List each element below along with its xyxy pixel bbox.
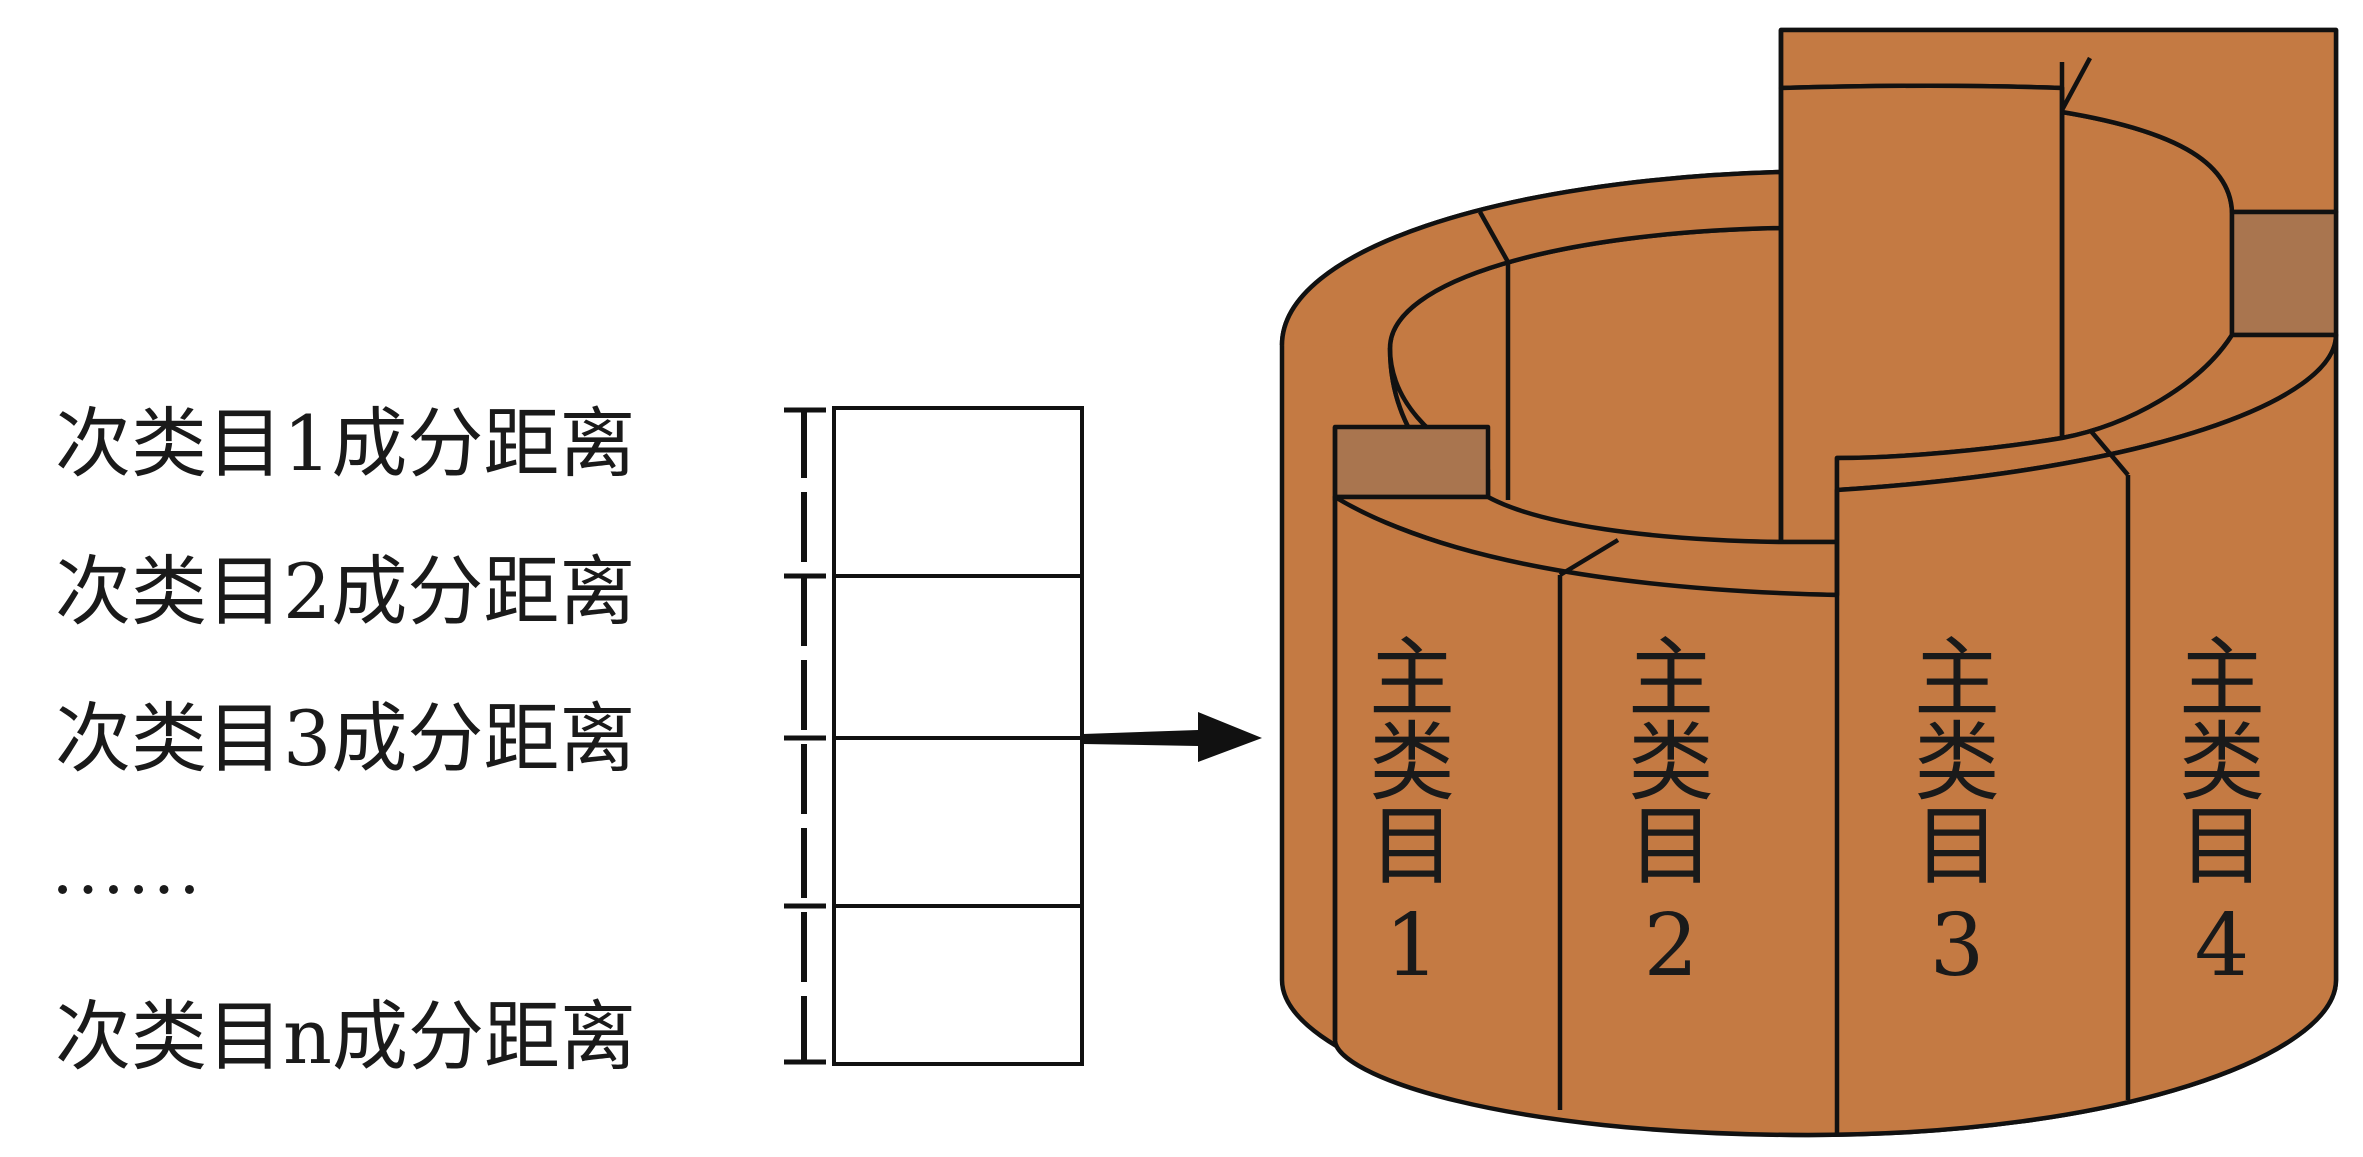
label-sub-category-1: 次类目1成分距离: [55, 399, 635, 488]
arrow-shape: [1083, 712, 1262, 762]
segment-4-char-4: 4: [2195, 896, 2250, 996]
segment-2-char-3: 目: [1628, 797, 1714, 897]
segment-dividers: [1332, 30, 2131, 1135]
label-sub-category-n: 次类目n成分距离: [55, 992, 636, 1081]
vector-bracket: [784, 407, 826, 1065]
segment-4-char-2: 类: [2179, 713, 2265, 813]
segment-3-char-1: 主: [1914, 629, 2000, 729]
segment-label-1: 主 类 目 1: [1369, 629, 1455, 996]
segment-label-2: 主 类 目 2: [1628, 629, 1714, 996]
vector-cell-n: [832, 904, 1084, 1066]
segment-3-char-3: 目: [1914, 797, 2000, 897]
cut-face-right: [2229, 209, 2339, 338]
segment-3-char-4: 3: [1930, 896, 1985, 996]
vector-cell-1: [832, 406, 1084, 578]
segment-3-char-2: 类: [1914, 713, 2000, 813]
label-sub-category-3: 次类目3成分距离: [55, 694, 635, 783]
segment-4-char-1: 主: [2179, 629, 2265, 729]
segment-label-3: 主 类 目 3: [1914, 629, 2000, 996]
segment-labels: 主 类 目 1 主 类 目 2 主 类 目 3 主 类 目 4: [1369, 629, 2265, 996]
segment-2-char-2: 类: [1628, 713, 1714, 813]
vector-cell-2: [832, 574, 1084, 740]
sub-category-labels: 次类目1成分距离 次类目2成分距离 次类目3成分距离 …… 次类目n成分距离: [50, 399, 636, 1081]
segment-label-4: 主 类 目 4: [2179, 629, 2265, 996]
label-ellipsis: ……: [50, 826, 202, 910]
label-sub-category-2: 次类目2成分距离: [55, 547, 635, 636]
segment-1-char-2: 类: [1369, 713, 1455, 813]
arrow: [1083, 712, 1262, 762]
segment-2-char-4: 2: [1644, 896, 1699, 996]
main-category-cylinder: [1279, 27, 2339, 1138]
segment-4-char-3: 目: [2179, 797, 2265, 897]
cut-face-left: [1332, 424, 1491, 500]
segment-1-char-4: 1: [1385, 896, 1440, 996]
distance-vector: [832, 406, 1084, 1066]
vector-cell-3: [832, 736, 1084, 908]
segment-2-char-1: 主: [1628, 629, 1714, 729]
segment-1-char-1: 主: [1369, 629, 1455, 729]
segment-1-char-3: 目: [1369, 797, 1455, 897]
